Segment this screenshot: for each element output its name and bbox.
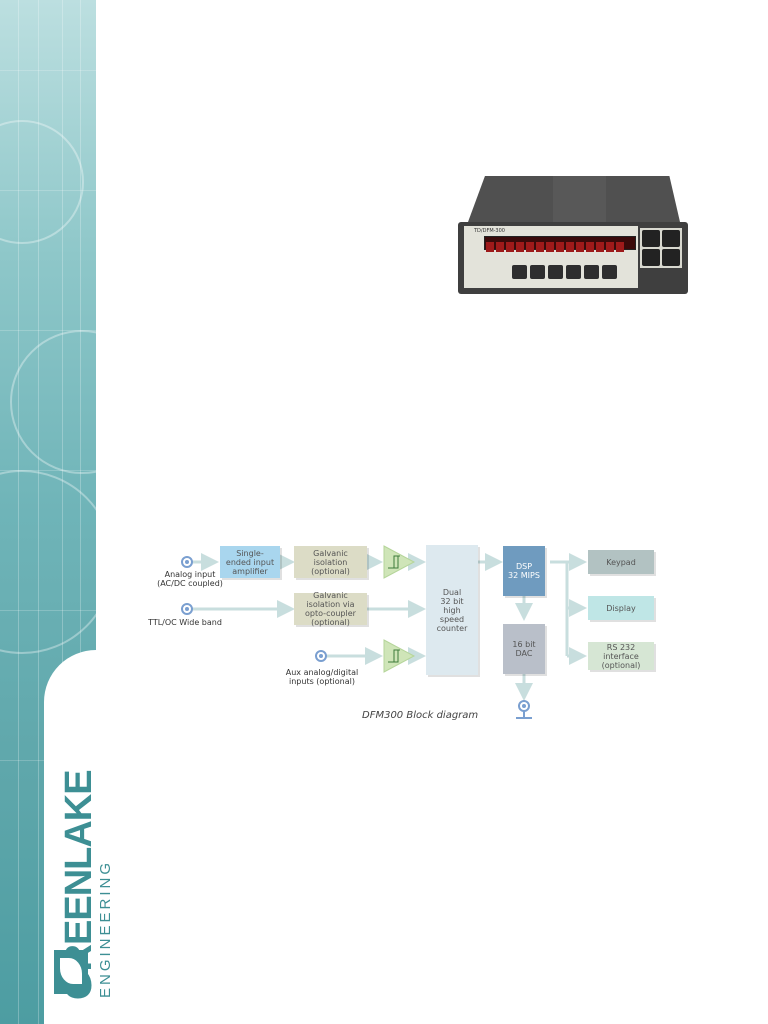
trigger-2-icon xyxy=(383,639,416,673)
input-connectors xyxy=(181,556,532,719)
aux-input-label: Aux analog/digital inputs (optional) xyxy=(285,668,359,686)
ttl-input-label: TTL/OC Wide band xyxy=(148,618,222,627)
logo-mark-icon xyxy=(54,950,88,994)
display-block: Display xyxy=(588,596,654,620)
keypad-block: Keypad xyxy=(588,550,654,574)
counter-block: Dual 32 bit high speed counter xyxy=(426,545,478,675)
led-display xyxy=(484,236,636,252)
device-button-row xyxy=(512,264,630,279)
analog-input-label: Analog input (AC/DC coupled) xyxy=(157,570,223,588)
dac-block: 16 bit DAC xyxy=(503,624,545,674)
device-photo: TD/DFM-300 xyxy=(458,170,694,308)
galvanic-isolation-block: Galvanic isolation (optional) xyxy=(294,546,367,578)
trigger-1-icon xyxy=(383,545,416,579)
dsp-block: DSP 32 MIPS xyxy=(503,546,545,596)
galvanic-opto-block: Galvanic isolation via opto-coupler (opt… xyxy=(294,591,367,627)
block-diagram: Analog input (AC/DC coupled) TTL/OC Wide… xyxy=(130,538,670,728)
diagram-connections xyxy=(181,545,587,719)
device-keypad xyxy=(640,228,682,268)
amplifier-block: Single- ended input amplifier xyxy=(220,546,280,578)
diagram-caption: DFM300 Block diagram xyxy=(362,710,479,721)
device-model-label: TD/DFM-300 xyxy=(474,228,505,234)
rs232-block: RS 232 interface (optional) xyxy=(588,642,654,670)
logo-tagline: ENGINEERING xyxy=(97,859,114,998)
